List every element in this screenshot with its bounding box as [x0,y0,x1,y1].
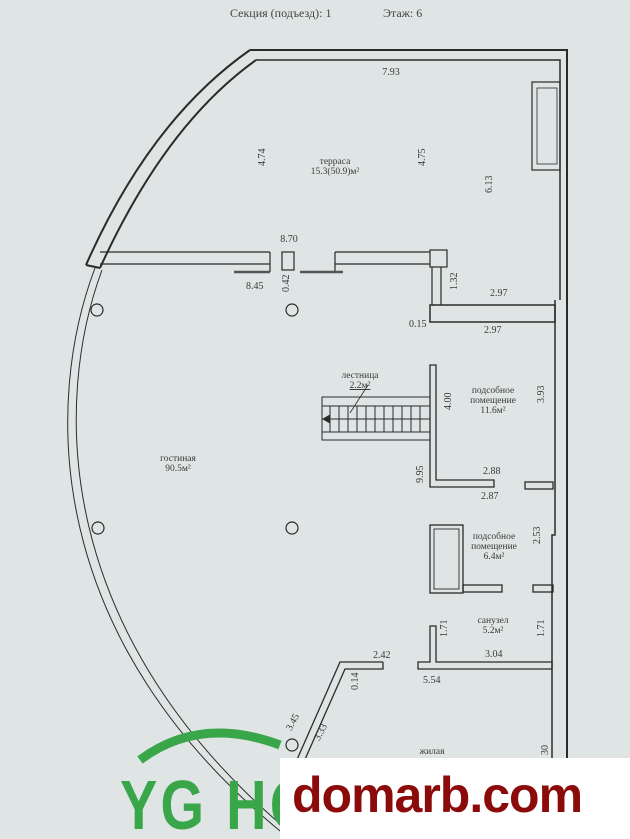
dim: 8.70 [280,234,298,245]
room-residential: жилая [419,747,445,757]
dim: 2.88 [483,466,501,477]
column [91,521,105,535]
window-box [531,81,561,171]
section-label: Секция (подъезд): 1 [230,6,332,20]
dim: 2.97 [484,325,502,336]
glass-arc [67,267,291,839]
column [90,303,104,317]
dim: 5.54 [423,675,441,686]
dim: 2.87 [481,491,499,502]
column [285,738,299,752]
outer-wall [250,49,568,839]
inner-wall [256,59,561,300]
dim: 2.97 [490,288,508,299]
dim: 7.93 [382,67,400,78]
floor-label: Этаж: 6 [383,6,423,20]
column [285,303,299,317]
curved-wall [85,49,251,266]
dim: 3.04 [485,649,503,660]
site-watermark: domarb.com [280,758,630,839]
column [285,521,299,535]
dim: 2.42 [373,650,391,661]
site-watermark-text: domarb.com [292,767,583,823]
dim: 0.15 [409,319,427,330]
dim: 8.45 [246,281,264,292]
